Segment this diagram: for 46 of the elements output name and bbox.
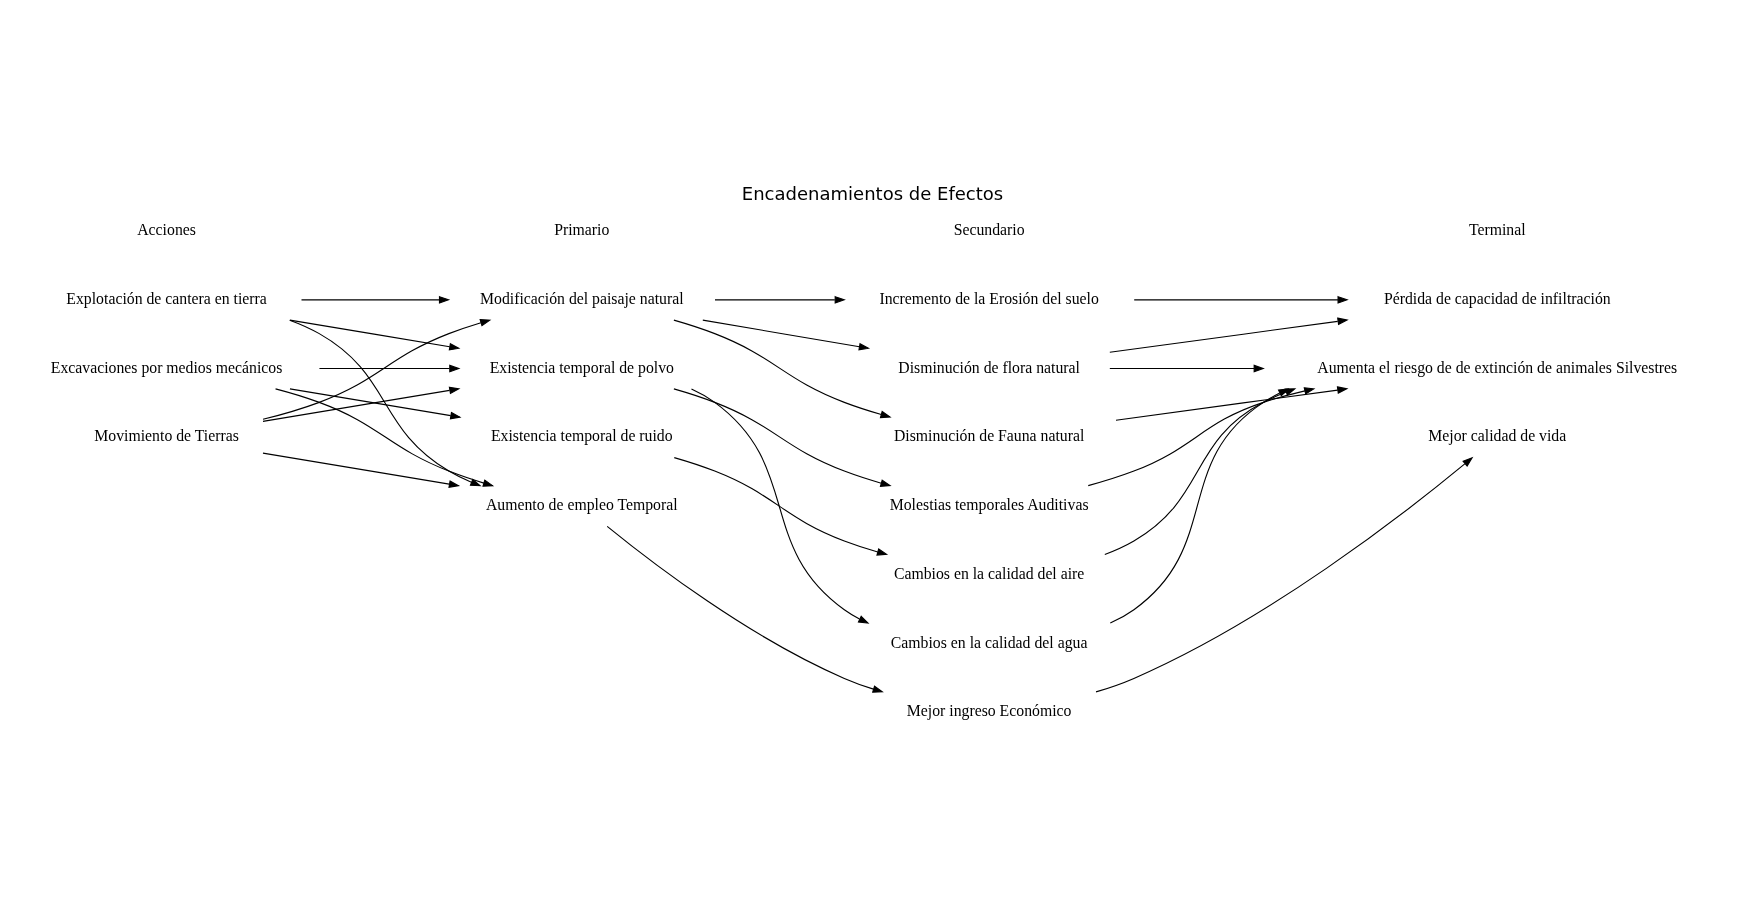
arrow [1109, 316, 1349, 353]
node-text: Incremento de la Erosión del suelo [879, 289, 1099, 307]
node-text: Aumenta el riesgo de de extinción de animales Silvestres [1317, 358, 1678, 376]
node-text: Pérdida de capacidad de infiltración [1383, 289, 1611, 307]
arrow [673, 387, 892, 487]
arrow [606, 525, 884, 693]
label: Terminal [1468, 220, 1526, 238]
node-text: Molestias temporales Auditivas [889, 495, 1089, 513]
arrow [262, 452, 461, 488]
arrow [690, 387, 870, 624]
diagram-title: Encadenamientos de Efectos [741, 182, 1004, 204]
arrow [1095, 456, 1474, 692]
node-text: Existencia temporal de ruido [490, 426, 673, 444]
arrow [1109, 387, 1290, 624]
arrow [673, 319, 892, 418]
arrow [262, 318, 492, 420]
node-text: Disminución de Fauna natural [893, 426, 1085, 444]
node-text: Existencia temporal de polvo [489, 358, 674, 376]
arrow [289, 319, 482, 486]
node-text: Movimiento de Tierras [94, 426, 239, 444]
node-text: Explotación de cantera en tierra [66, 289, 267, 307]
node-text: Cambios en la calidad del agua [890, 633, 1088, 651]
node-text: Modificación del paisaje natural [480, 289, 684, 307]
arrow [318, 364, 461, 372]
node-text: Cambios en la calidad del aire [893, 564, 1085, 582]
arrow [1104, 387, 1297, 555]
node-text: Excavaciones por medios mecánicos [50, 358, 283, 376]
label: Secundario [953, 220, 1025, 238]
arrow [702, 319, 871, 351]
arrow [262, 386, 461, 422]
arrow [1133, 295, 1349, 304]
arrow [289, 387, 462, 419]
arrow [300, 295, 451, 304]
arrow [673, 456, 889, 556]
node-text: Mejor ingreso Económico [906, 701, 1072, 719]
label: Primario [554, 220, 610, 238]
arrow [289, 319, 461, 351]
arrow [714, 295, 846, 304]
arrow [1087, 386, 1316, 486]
arrow [275, 387, 495, 487]
node-text: Mejor calidad de vida [1428, 426, 1567, 444]
node-text: Disminución de flora natural [898, 358, 1080, 376]
label: Acciones [137, 220, 196, 238]
arrow [1109, 364, 1265, 372]
arrow [1115, 385, 1349, 421]
node-text: Aumento de empleo Temporal [485, 495, 678, 513]
